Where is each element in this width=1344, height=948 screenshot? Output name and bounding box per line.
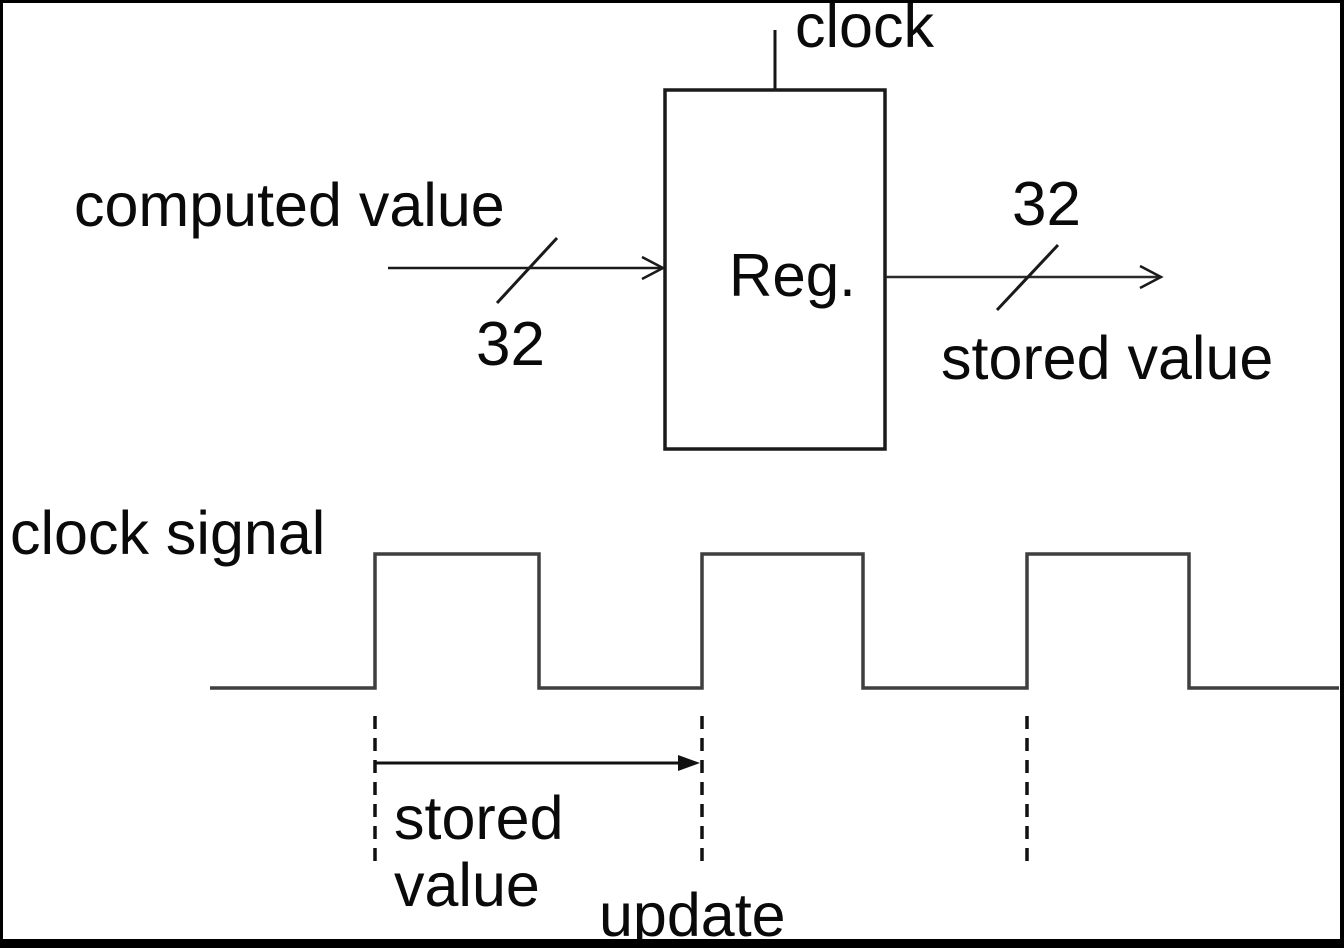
clock-signal-label: clock signal xyxy=(10,499,326,567)
input-bus-width-label: 32 xyxy=(476,310,545,379)
output-bus-arrowhead xyxy=(1139,264,1164,290)
stored-value-output-label: stored value xyxy=(941,324,1274,392)
computed-value-label: computed value xyxy=(74,171,505,239)
input-bus-width-slash xyxy=(495,236,559,305)
update-label: update xyxy=(599,881,786,948)
input-bus-arrowhead xyxy=(641,255,666,281)
update-interval-arrowhead xyxy=(678,755,700,771)
output-bus-width-label: 32 xyxy=(1012,170,1081,239)
clock-label: clock xyxy=(795,0,934,60)
frame-border-right xyxy=(1340,0,1344,948)
frame-border-top xyxy=(0,0,1344,3)
register-box xyxy=(663,88,887,451)
timing-stored-label-line2: value xyxy=(394,851,540,919)
frame-border-bottom xyxy=(0,939,1344,948)
frame-border-left xyxy=(0,0,3,948)
register-label: Reg. xyxy=(729,242,856,309)
timing-stored-label-line1: stored xyxy=(394,784,564,852)
output-bus-width-slash xyxy=(995,243,1060,312)
clock-waveform xyxy=(210,552,1339,690)
